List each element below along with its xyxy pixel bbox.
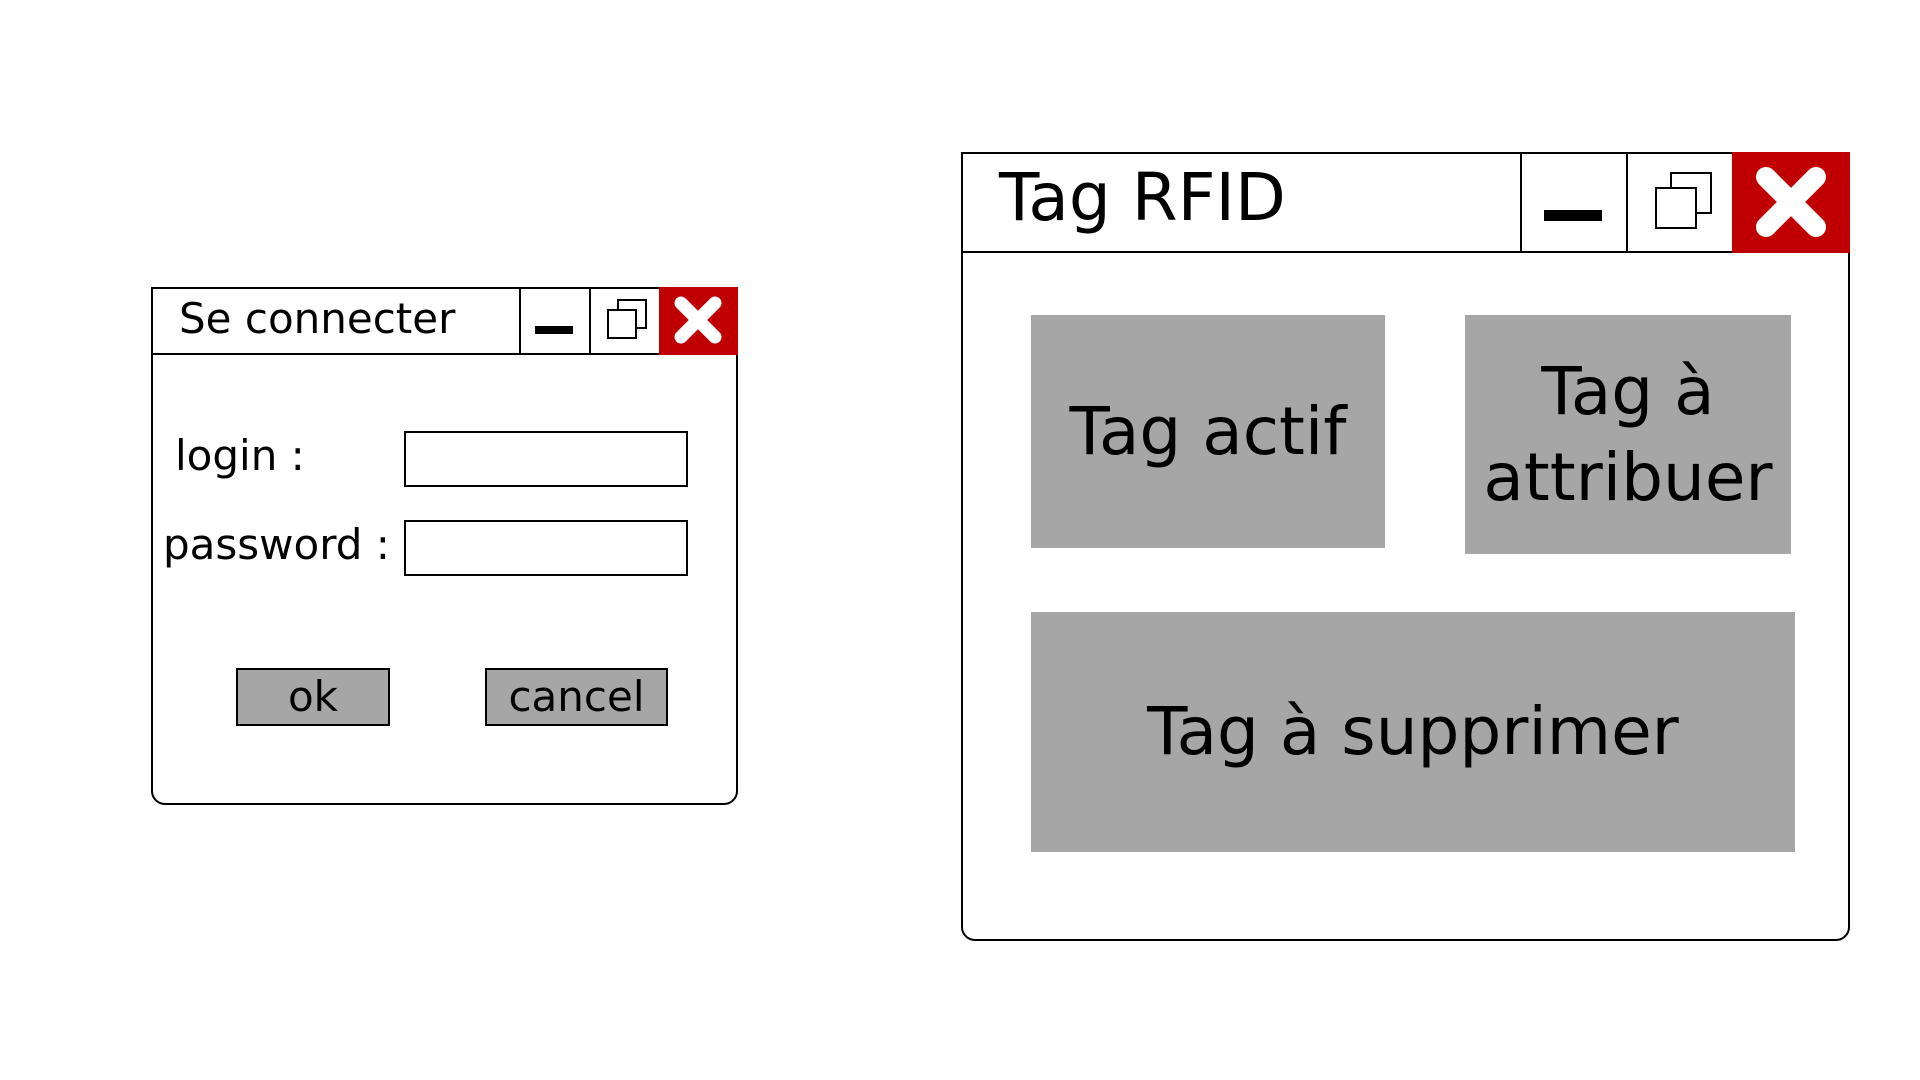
tag-actif-label: Tag actif [1069,392,1347,470]
login-window-title: Se connecter [179,294,456,343]
maximize-icon [1648,172,1714,238]
login-maximize-button[interactable] [589,289,659,353]
rfid-titlebar[interactable]: Tag RFID [963,152,1850,253]
rfid-close-button[interactable] [1732,152,1850,253]
tag-attribuer-label-line2: attribuer [1483,438,1773,516]
cancel-button[interactable]: cancel [485,668,668,726]
maximize-icon [603,299,649,345]
tag-actif-button[interactable]: Tag actif [1031,315,1385,548]
login-label: login : [175,431,305,480]
close-icon [674,296,722,344]
password-input[interactable] [404,520,688,576]
minimize-icon [535,326,573,334]
ok-button[interactable]: ok [236,668,390,726]
rfid-window-title: Tag RFID [999,159,1286,236]
password-label: password : [163,520,390,569]
cancel-button-label: cancel [508,672,645,721]
close-icon [1756,167,1826,237]
minimize-icon [1544,210,1602,221]
rfid-minimize-button[interactable] [1520,154,1626,251]
ok-button-label: ok [287,672,339,721]
rfid-maximize-button[interactable] [1626,154,1732,251]
login-titlebar[interactable]: Se connecter [153,287,738,355]
login-window: Se connecter login : password : [151,287,738,805]
login-input[interactable] [404,431,688,487]
rfid-window: Tag RFID Tag actif Tag à a [961,152,1850,941]
tag-supprimer-label: Tag à supprimer [1147,693,1679,771]
login-minimize-button[interactable] [519,289,589,353]
login-close-button[interactable] [659,287,738,355]
tag-attribuer-button[interactable]: Tag à attribuer [1465,315,1791,554]
tag-supprimer-button[interactable]: Tag à supprimer [1031,612,1795,852]
tag-attribuer-label-line1: Tag à [1541,352,1715,430]
